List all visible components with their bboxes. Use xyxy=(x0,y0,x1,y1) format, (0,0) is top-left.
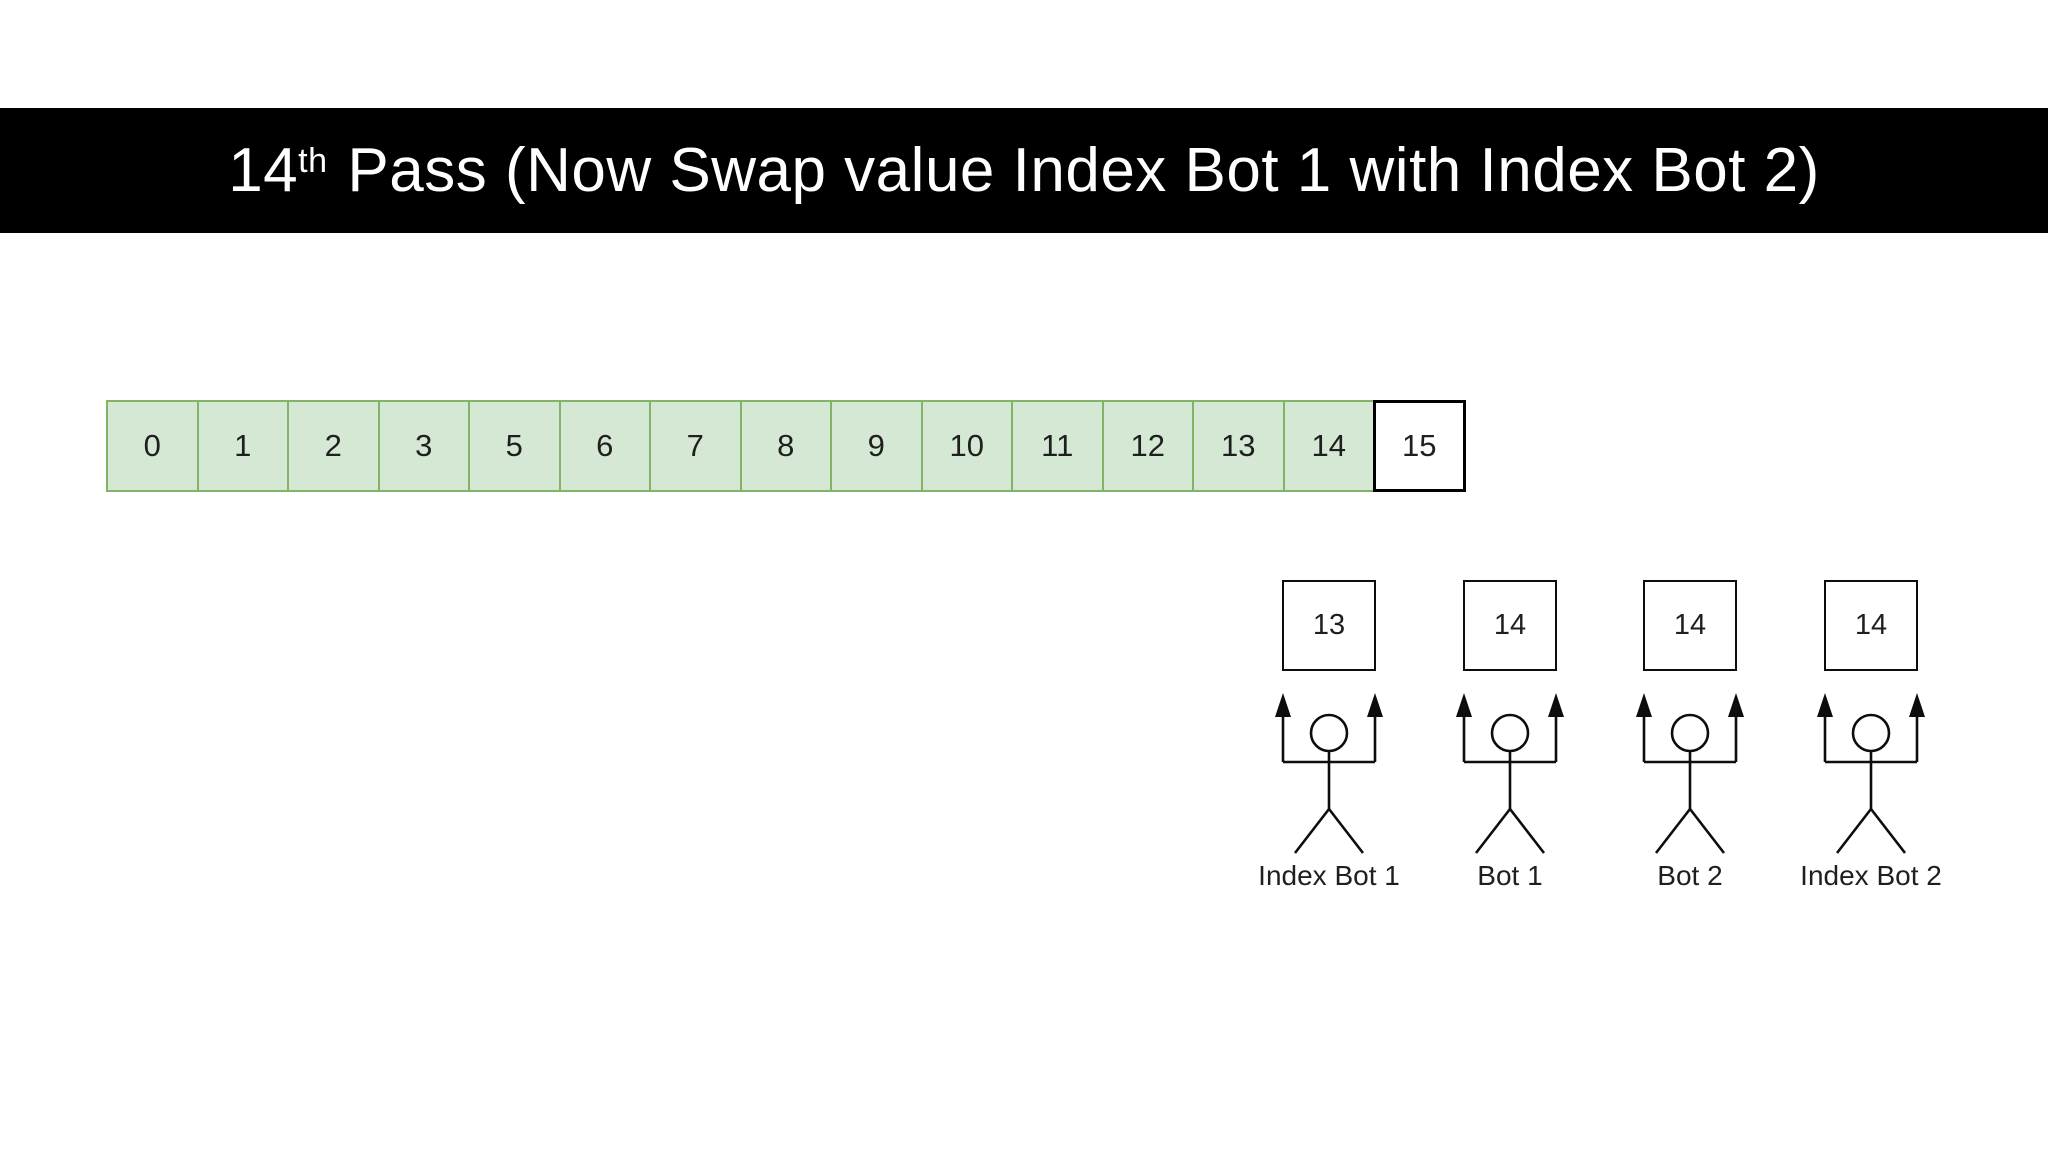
bot-label: Index Bot 1 xyxy=(1258,860,1400,891)
array-cell: 6 xyxy=(558,400,651,492)
bot-value-box: 14 xyxy=(1643,580,1737,671)
bot-value-box: 14 xyxy=(1463,580,1557,671)
array-cell-unsorted: 15 xyxy=(1373,400,1466,492)
bot-value-box: 13 xyxy=(1282,580,1376,671)
array-cell: 3 xyxy=(377,400,470,492)
bot-group-bot-2: 14 Bot 2 xyxy=(1590,580,1790,892)
title-ordinal-suffix: th xyxy=(298,141,328,180)
up-arrow-icon xyxy=(1909,693,1925,717)
title-bar: 14th Pass (Now Swap value Index Bot 1 wit… xyxy=(0,108,2048,233)
array-cell: 10 xyxy=(920,400,1013,492)
array-cell: 1 xyxy=(196,400,289,492)
array-row: 0 1 2 3 5 6 7 8 9 10 11 12 13 14 15 xyxy=(106,400,1466,492)
array-cell: 9 xyxy=(830,400,923,492)
title-description: Pass (Now Swap value Index Bot 1 with In… xyxy=(347,135,1820,205)
up-arrow-icon xyxy=(1456,693,1472,717)
bot-group-bot-1: 14 Bot 1 xyxy=(1410,580,1610,892)
array-cell: 0 xyxy=(106,400,199,492)
bot-label: Index Bot 2 xyxy=(1800,860,1942,891)
bot-group-index-bot-2: 14 Index Bot 2 xyxy=(1771,580,1971,892)
up-arrow-icon xyxy=(1275,693,1291,717)
bot-head xyxy=(1670,713,1710,753)
stick-figure-icon xyxy=(1636,693,1744,854)
bot-group-index-bot-1: 13 Index Bot 1 xyxy=(1229,580,1429,892)
array-cell: 13 xyxy=(1192,400,1285,492)
array-cell: 5 xyxy=(468,400,561,492)
array-cell: 14 xyxy=(1282,400,1375,492)
stick-figure-icon xyxy=(1456,693,1564,854)
array-cell: 8 xyxy=(739,400,832,492)
bot-label: Bot 2 xyxy=(1657,860,1723,891)
bot-label: Bot 1 xyxy=(1477,860,1543,891)
stick-figure-icon xyxy=(1817,693,1925,854)
bot-head xyxy=(1309,713,1349,753)
title-pass-number: 14 xyxy=(228,135,299,205)
up-arrow-icon xyxy=(1817,693,1833,717)
up-arrow-icon xyxy=(1367,693,1383,717)
array-cell: 11 xyxy=(1011,400,1104,492)
up-arrow-icon xyxy=(1636,693,1652,717)
array-cell: 2 xyxy=(287,400,380,492)
bot-value-box: 14 xyxy=(1824,580,1918,671)
bot-head xyxy=(1490,713,1530,753)
stick-figure-icon xyxy=(1275,693,1383,854)
up-arrow-icon xyxy=(1548,693,1564,717)
bot-head xyxy=(1851,713,1891,753)
up-arrow-icon xyxy=(1728,693,1744,717)
array-cell: 7 xyxy=(649,400,742,492)
array-cell: 12 xyxy=(1101,400,1194,492)
